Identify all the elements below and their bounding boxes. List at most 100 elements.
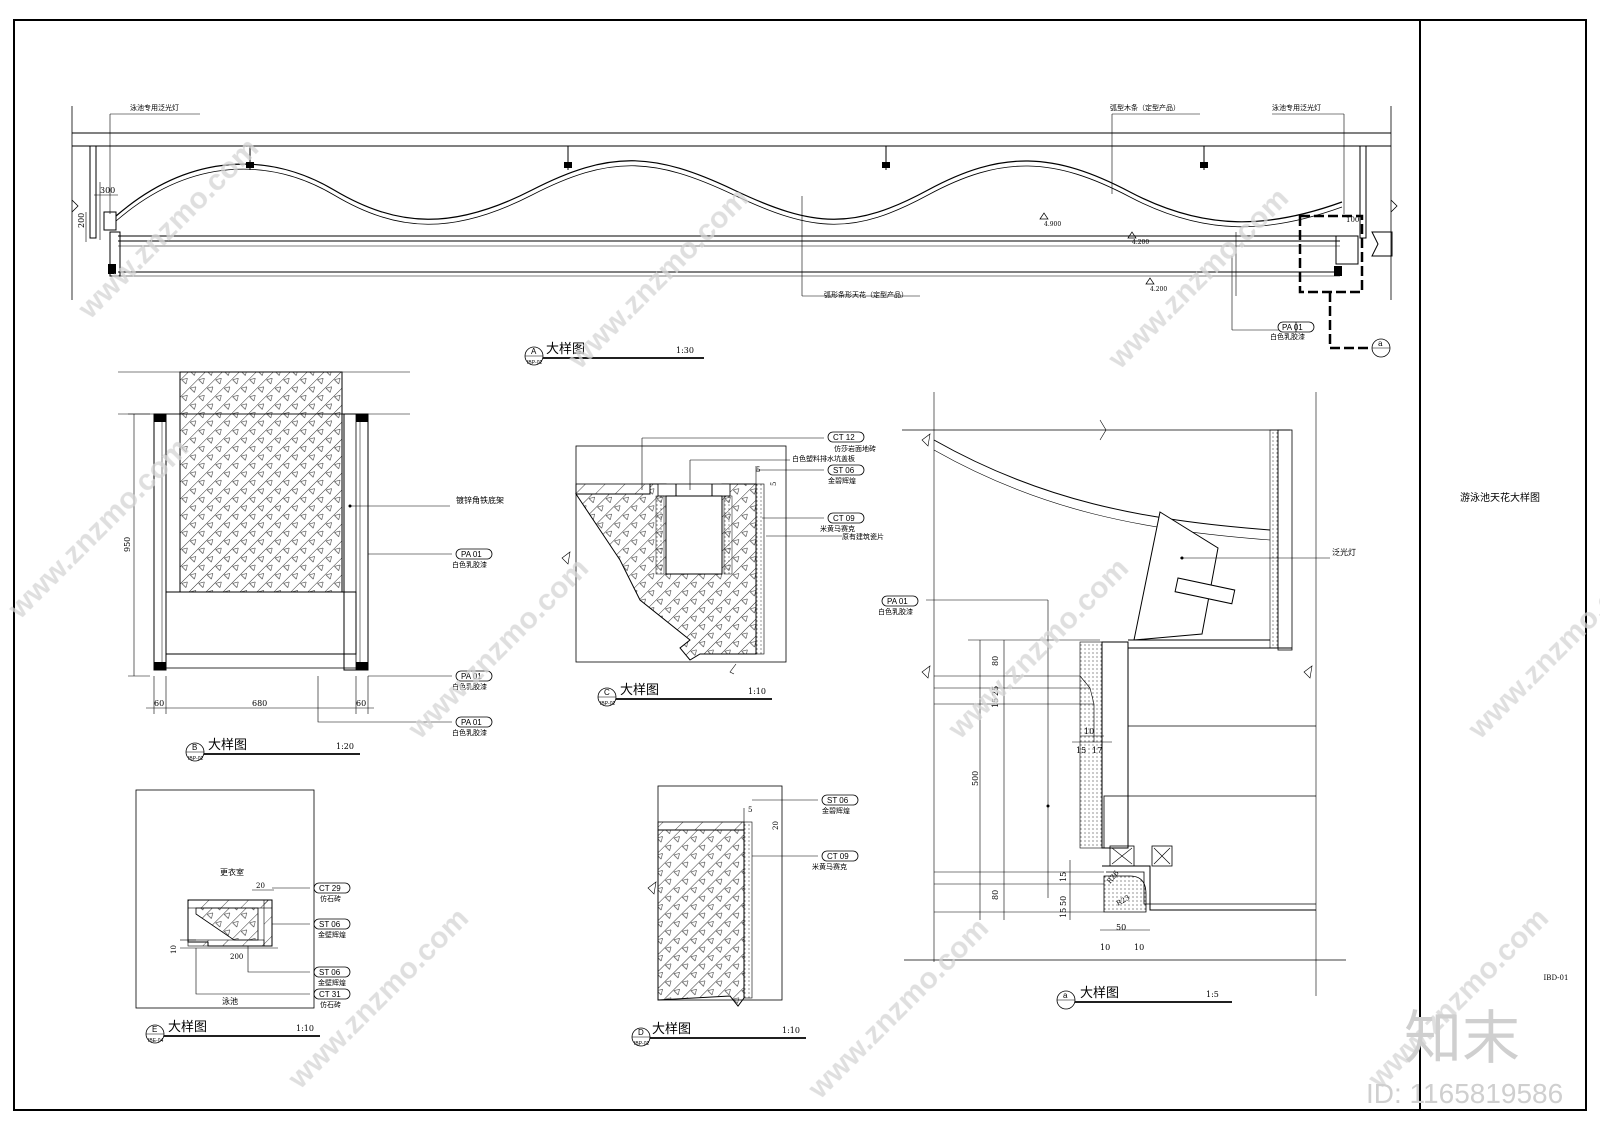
detail-e-scale: 1:10 <box>296 1024 314 1033</box>
ct09-desc2: 原有建筑瓷片 <box>842 532 884 541</box>
label-frame: 镀锌角铁底架 <box>456 495 504 505</box>
ct29-desc: 仿石砖 <box>320 894 341 903</box>
detail-b-title: B IBP-02 大样图 1:20 <box>185 738 360 762</box>
st06b-desc: 金壁辉煌 <box>318 978 346 987</box>
dim-200: 200 <box>77 213 86 228</box>
watermark-url-8: www.znzmo.com <box>801 912 995 1106</box>
watermark-url-2: www.znzmo.com <box>561 182 755 376</box>
detail-a-symbol: A <box>531 347 537 356</box>
detail-small-a-title: a 大样图 1:5 <box>1056 986 1232 1010</box>
dim-50-b: 50 <box>1116 923 1126 932</box>
sheet-title: 游泳池天花大样图 <box>1460 491 1540 504</box>
callout-dashed-box <box>1298 214 1364 294</box>
ct12-code: CT 12 <box>833 433 855 442</box>
watermark-brand: 知末 <box>1404 1004 1520 1072</box>
detail-c-section: CT 12 仿莎岩面地砖 白色塑料排水坑盖板 ST 06 金碧辉煌 CT 09 … <box>561 431 884 675</box>
ct09-desc1: 米黄马赛克 <box>820 524 855 533</box>
detail-a-title: A IBP-02 大样图 1:30 <box>524 342 704 366</box>
detail-d-ref: IBP-02 <box>634 1041 650 1047</box>
dim-680: 680 <box>252 699 267 708</box>
label-pool-light-right: 泳池专用泛光灯 <box>1272 103 1321 112</box>
level-4200-b: 4.200 <box>1150 286 1167 293</box>
detail-b-heading: 大样图 <box>208 738 247 753</box>
sheet-code: IBD-01 <box>1544 974 1569 982</box>
watermark-url-10: www.znzmo.com <box>1461 552 1600 746</box>
e-dim-10: 10 <box>170 945 178 954</box>
pa3-code: PA 01 <box>461 718 482 727</box>
dim-17: 17 <box>1092 746 1102 755</box>
d-ct09-code: CT 09 <box>827 852 849 861</box>
dim-300: 300 <box>100 186 115 195</box>
detail-c-heading: 大样图 <box>620 683 659 698</box>
ct29-code: CT 29 <box>319 884 341 893</box>
dim-5-b: 5 <box>770 482 778 486</box>
dim-10-a: 10 <box>1084 727 1094 736</box>
detail-c-scale: 1:10 <box>748 687 766 696</box>
detail-c-title: C IBP-02 大样图 1:10 <box>597 683 772 707</box>
a-pa-code: PA 01 <box>887 597 908 606</box>
d-ct09-desc: 米黄马赛克 <box>812 862 847 871</box>
detail-a-elevation: 300 200 100 泳池专用泛光灯 泳池专用泛光灯 弧型木条（定型产品） 弧… <box>71 103 1398 358</box>
pa1-code: PA 01 <box>461 550 482 559</box>
detail-d-symbol: D <box>638 1028 644 1037</box>
callout-a: a <box>1378 339 1383 348</box>
d-st06-code: ST 06 <box>827 796 849 805</box>
detail-e-symbol: E <box>152 1025 157 1034</box>
d-st06-desc: 金碧辉煌 <box>822 806 850 815</box>
level-4200-a: 4.200 <box>1132 239 1149 246</box>
watermark-url-6: www.znzmo.com <box>941 552 1135 746</box>
label-pool-light-left: 泳池专用泛光灯 <box>130 103 179 112</box>
dim-500: 500 <box>971 771 980 786</box>
pa2-desc: 白色乳胶漆 <box>452 682 487 691</box>
dim-15-b: 15 <box>1076 746 1086 755</box>
dim-60-a: 60 <box>154 699 164 708</box>
detail-b-ref: IBP-02 <box>188 756 204 762</box>
detail-e-section: 更衣室 泳池 20 200 10 CT 29 仿石砖 ST 06 金壁辉煌 ST… <box>135 789 351 1009</box>
dim-25: 25 <box>991 686 1000 696</box>
watermark-id: ID: 1165819586 <box>1366 1078 1563 1109</box>
label-pool: 泳池 <box>222 996 238 1006</box>
detail-d-heading: 大样图 <box>652 1022 691 1037</box>
watermark-url-7: www.znzmo.com <box>281 902 475 1096</box>
st06b-code: ST 06 <box>319 968 341 977</box>
dim-5-a: 5 <box>756 466 760 474</box>
label-arc-wood: 弧型木条（定型产品） <box>1110 103 1180 112</box>
ct12-desc2: 白色塑料排水坑盖板 <box>792 454 855 463</box>
dim-60-b: 60 <box>356 699 366 708</box>
e-dim-20: 20 <box>256 882 265 890</box>
detail-b-symbol: B <box>192 743 197 752</box>
detail-small-a-scale: 1:5 <box>1206 990 1219 999</box>
pa3-desc: 白色乳胶漆 <box>452 728 487 737</box>
detail-e-ref: IBE-04 <box>148 1038 164 1044</box>
pa2-code: PA 01 <box>461 672 482 681</box>
detail-c-symbol: C <box>604 688 610 697</box>
e-dim-200: 200 <box>230 953 243 961</box>
ct12-desc1: 仿莎岩面地砖 <box>834 444 876 453</box>
sheet-border <box>13 19 1587 1111</box>
dim-100: 100 <box>1346 216 1359 224</box>
detail-d-section: 5 20 ST 06 金碧辉煌 CT 09 米黄马赛克 <box>647 785 859 1007</box>
detail-small-a-heading: 大样图 <box>1080 986 1119 1001</box>
a-pa-desc: 白色乳胶漆 <box>878 607 913 616</box>
detail-d-scale: 1:10 <box>782 1026 800 1035</box>
label-arc-ceiling: 弧形条形天花（定型产品） <box>824 290 908 299</box>
dim-15-d: 15 <box>1059 908 1068 918</box>
ct31-desc: 仿石砖 <box>320 1000 341 1009</box>
pa-desc: 白色乳胶漆 <box>1270 332 1305 341</box>
label-room: 更衣室 <box>220 867 244 877</box>
watermark-url-3: www.znzmo.com <box>1101 182 1295 376</box>
dim-15-c: 15 <box>1059 872 1068 882</box>
detail-d-title: D IBP-02 大样图 1:10 <box>631 1022 806 1047</box>
dim-950: 950 <box>123 537 132 552</box>
ct09-code: CT 09 <box>833 514 855 523</box>
st06-desc: 金碧辉煌 <box>828 476 856 485</box>
dim-5: 5 <box>748 806 752 814</box>
pa1-desc: 白色乳胶漆 <box>452 560 487 569</box>
ct31-code: CT 31 <box>319 990 341 999</box>
detail-small-a-symbol: a <box>1063 991 1068 1000</box>
detail-a-heading: 大样图 <box>546 342 585 357</box>
detail-a-scale: 1:30 <box>676 346 694 355</box>
dim-80-b: 80 <box>991 890 1000 900</box>
st06-code: ST 06 <box>833 466 855 475</box>
